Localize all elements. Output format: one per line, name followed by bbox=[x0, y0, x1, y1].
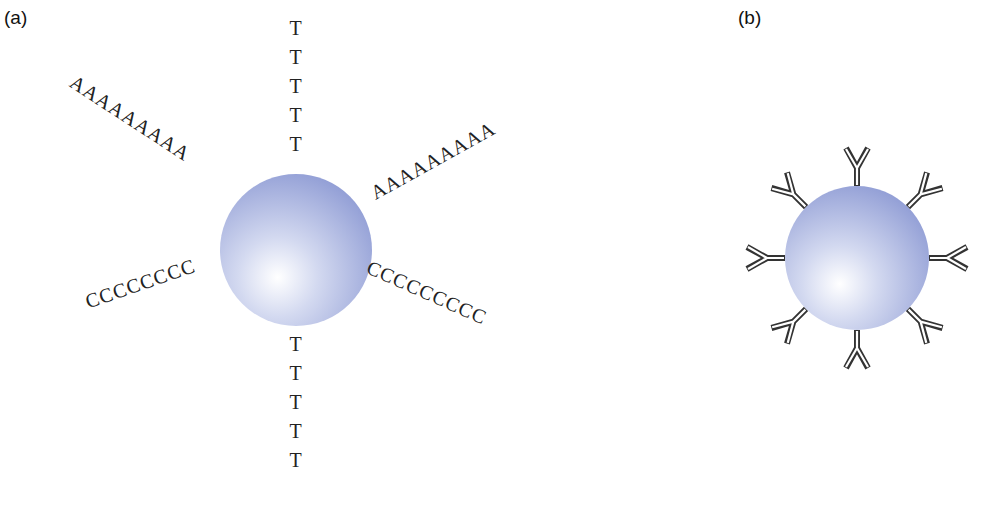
t-strand: TTTTT bbox=[288, 14, 303, 159]
panel-label: (a) bbox=[4, 8, 27, 27]
c-strand: CCCCCCCCC bbox=[364, 257, 490, 328]
a-strand: AAAAAAAAA bbox=[67, 72, 194, 164]
panel-label: (b) bbox=[738, 8, 761, 27]
c-strand: CCCCCCCC bbox=[83, 255, 198, 311]
antibody-bead bbox=[747, 148, 967, 368]
bead-sphere bbox=[220, 174, 372, 326]
a-strand: AAAAAAAAA bbox=[367, 118, 498, 203]
t-strand: TTTTT bbox=[288, 330, 303, 475]
